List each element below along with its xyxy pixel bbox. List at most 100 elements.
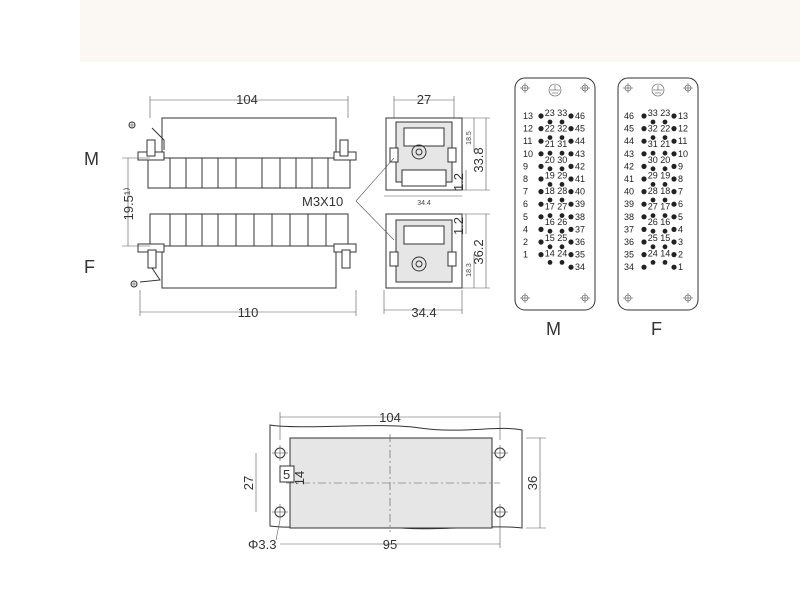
pin-dot — [641, 113, 647, 119]
pin-label: 29 19 — [648, 170, 671, 180]
pin-dot — [641, 163, 647, 169]
pin-dot — [538, 126, 544, 132]
pin-dot — [662, 244, 668, 250]
pin-label: 40 — [575, 187, 585, 197]
pin-dot — [641, 126, 647, 132]
pin-label: 18 28 — [545, 186, 568, 196]
pin-dot — [650, 197, 656, 203]
dim-end-18-3: 18.3 — [466, 263, 473, 277]
pin-label: 40 — [624, 187, 634, 197]
pin-label: 46 — [575, 111, 585, 121]
pin-label: 9 — [678, 161, 683, 171]
plate-screw-icon — [683, 293, 693, 303]
pin-dot — [650, 244, 656, 250]
pin-label: 37 — [624, 224, 634, 234]
pin-label: 38 — [624, 212, 634, 222]
pin-face-female: F 46454443424140393837363534131211109876… — [617, 77, 699, 339]
pin-dot — [568, 201, 574, 207]
mount-hole-bl — [272, 504, 288, 520]
pin-dot — [641, 214, 647, 220]
end-view: 27 18.5 33.8 1.2 34.4 1.2 — [302, 92, 490, 320]
pin-label: 23 33 — [545, 108, 568, 118]
pin-label: 33 23 — [648, 108, 671, 118]
dim-end-18-5: 18.5 — [466, 131, 473, 145]
pin-dot — [671, 126, 677, 132]
pin-dot — [641, 189, 647, 195]
pin-label: 41 — [624, 174, 634, 184]
pin-dot — [671, 201, 677, 207]
pin-dot — [650, 166, 656, 172]
pin-label: 3 — [678, 237, 683, 247]
pin-label: 26 16 — [648, 217, 671, 227]
pin-label: 36 — [575, 237, 585, 247]
pin-dot — [547, 119, 553, 125]
pin-label: 8 — [523, 174, 528, 184]
pin-label: 5 — [678, 212, 683, 222]
pin-label: 15 25 — [545, 233, 568, 243]
pin-label: 41 — [575, 174, 585, 184]
pin-dot — [559, 135, 565, 141]
pin-label: 31 21 — [648, 139, 671, 149]
pin-dot — [568, 151, 574, 157]
pin-dot — [559, 197, 565, 203]
pin-dot — [568, 252, 574, 258]
dim-end-34-4-mid: 34.4 — [417, 200, 431, 207]
dim-cut-36: 36 — [525, 476, 540, 490]
pin-label: 43 — [575, 149, 585, 159]
pin-label: 43 — [624, 149, 634, 159]
dim-end-33-8: 33.8 — [471, 147, 486, 172]
pin-dot — [559, 166, 565, 172]
pin-dot — [547, 166, 553, 172]
pin-dot — [650, 182, 656, 187]
pin-dot — [568, 126, 574, 132]
mount-hole-tr — [492, 445, 508, 461]
pin-label: 17 27 — [545, 202, 568, 212]
pin-dot — [641, 176, 647, 182]
dim-cut-95: 95 — [383, 537, 397, 552]
pin-dot — [662, 197, 668, 203]
pin-label: 44 — [624, 136, 634, 146]
pin-label: 10 — [678, 149, 688, 159]
pin-dot — [568, 226, 574, 232]
pin-label: 4 — [678, 224, 683, 234]
pin-dot — [547, 197, 553, 203]
dim-end-34-4-bottom: 34.4 — [411, 305, 436, 320]
pin-dot — [547, 182, 553, 187]
dim-cut-14: 14 — [292, 471, 307, 485]
pin-dot — [671, 138, 677, 144]
pin-label: 46 — [624, 111, 634, 121]
pin-dot — [671, 189, 677, 195]
pin-dot — [662, 119, 668, 125]
pin-dot — [662, 213, 668, 219]
pin-label: 27 17 — [648, 202, 671, 212]
pin-dot — [671, 226, 677, 232]
pin-label: 34 — [575, 262, 585, 272]
dim-end-27: 27 — [417, 92, 431, 107]
pin-dot — [568, 176, 574, 182]
pin-dot — [662, 150, 668, 156]
pin-label: 37 — [575, 224, 585, 234]
mount-hole-tl — [272, 445, 288, 461]
pin-label: 42 — [624, 161, 634, 171]
dim-cut-hole-dia: Φ3.3 — [248, 537, 276, 552]
pin-label: 38 — [575, 212, 585, 222]
dim-end-m-1-2: 1.2 — [451, 173, 466, 191]
pin-label: 9 — [523, 161, 528, 171]
panel-cutout: 104 27 5 14 36 95 Φ3.3 — [241, 410, 546, 552]
pin-dot — [650, 213, 656, 219]
pin-dot — [662, 228, 668, 234]
pin-dot — [641, 252, 647, 258]
pin-label: 7 — [678, 187, 683, 197]
pin-dot — [568, 239, 574, 245]
pin-dot — [662, 166, 668, 172]
pin-dot — [538, 226, 544, 232]
plate-screw-icon — [520, 83, 530, 93]
pin-dot — [641, 264, 647, 270]
pin-dot — [650, 260, 656, 265]
pin-label: 14 24 — [545, 248, 568, 258]
dim-side-104: 104 — [236, 92, 258, 107]
pin-label: 8 — [678, 174, 683, 184]
pin-dot — [559, 150, 565, 156]
ground-icon — [651, 83, 665, 97]
